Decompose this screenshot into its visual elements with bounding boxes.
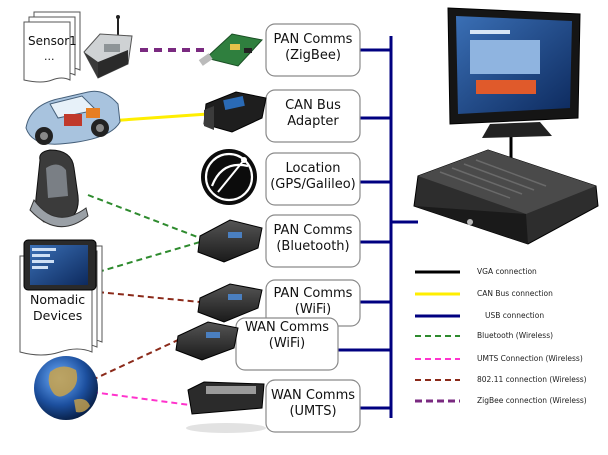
box-label-location: Location (GPS/Galileo) — [262, 161, 364, 193]
usb-branch-lines — [338, 48, 391, 410]
box-line1: WAN Comms — [244, 320, 330, 335]
touchscreen-monitor-icon[interactable] — [447, 7, 581, 138]
wifi-link-pda — [97, 291, 201, 303]
bluetooth-link-seat — [87, 194, 201, 239]
component-boxes — [235, 23, 361, 433]
box-line2: Adapter — [287, 114, 339, 129]
box-line1: WAN Comms — [270, 388, 356, 403]
box-label-pan-zigbee: PAN Comms (ZigBee) — [266, 32, 360, 64]
sensor-ellipsis: ... — [44, 50, 55, 63]
car-cutaway-icon[interactable] — [25, 90, 121, 145]
box-line2: (UMTS) — [289, 404, 337, 419]
legend-label-802-11: 802.11 connection (Wireless) — [477, 375, 587, 384]
umts-link-globe — [91, 391, 191, 406]
box-line2: (ZigBee) — [285, 48, 341, 63]
zigbee-module-icon[interactable] — [198, 33, 263, 67]
legend-label-can: CAN Bus connection — [477, 289, 553, 298]
box-line1: CAN Bus — [285, 98, 341, 113]
box-line1: PAN Comms — [273, 32, 353, 47]
bluetooth-link-pda — [97, 241, 201, 273]
can-bus-adapter-icon[interactable] — [203, 91, 267, 133]
box-line2: (GPS/Galileo) — [270, 177, 356, 192]
box-line1: PAN Comms — [273, 223, 353, 238]
box-label-pan-wifi: PAN Comms (WiFi) — [266, 286, 360, 318]
box-pan-bluetooth[interactable] — [265, 214, 361, 268]
box-wan-wifi[interactable] — [235, 317, 339, 371]
computer-box-icon[interactable] — [413, 149, 599, 245]
globe-icon[interactable] — [34, 356, 98, 420]
legend-swatches — [415, 270, 460, 403]
pda-icon[interactable] — [23, 239, 97, 291]
box-line2: (WiFi) — [294, 302, 332, 317]
wifi-link-globe — [91, 339, 179, 381]
box-wan-umts[interactable] — [265, 379, 361, 433]
box-label-pan-bluetooth: PAN Comms (Bluetooth) — [266, 223, 360, 255]
legend-label-umts: UMTS Connection (Wireless) — [477, 354, 583, 363]
legend-label-zigbee: ZigBee connection (Wireless) — [477, 396, 587, 405]
box-line1: PAN Comms — [273, 286, 353, 301]
box-label-wan-umts: WAN Comms (UMTS) — [266, 388, 360, 420]
sensor-label: Sensor1 — [28, 34, 77, 48]
box-location[interactable] — [265, 152, 361, 206]
gps-dish-icon[interactable] — [201, 149, 257, 205]
legend-label-vga: VGA connection — [477, 267, 537, 276]
box-line1: Location — [285, 161, 341, 176]
wan-wifi-module-icon[interactable] — [175, 321, 239, 361]
box-label-can-bus: CAN Bus Adapter — [266, 98, 360, 130]
sensor-device-icon[interactable] — [83, 15, 133, 79]
bluetooth-module-icon[interactable] — [197, 219, 263, 263]
child-car-seat-icon[interactable] — [29, 149, 89, 228]
box-can-bus[interactable] — [265, 89, 361, 143]
box-pan-zigbee[interactable] — [265, 23, 361, 77]
nomadic-label-line1: Nomadic — [30, 292, 86, 307]
umts-module-icon[interactable] — [186, 381, 266, 433]
legend-label-bluetooth: Bluetooth (Wireless) — [477, 331, 554, 340]
box-line2: (Bluetooth) — [276, 239, 350, 254]
nomadic-label-line2: Devices — [33, 308, 83, 323]
box-label-wan-wifi: WAN Comms (WiFi) — [236, 320, 338, 352]
wifi-module-icon[interactable] — [197, 283, 263, 323]
can-bus-link — [107, 112, 209, 123]
sensor-doc-stack[interactable] — [23, 11, 81, 83]
box-line2: (WiFi) — [268, 336, 306, 351]
legend-label-usb: USB connection — [485, 311, 545, 320]
